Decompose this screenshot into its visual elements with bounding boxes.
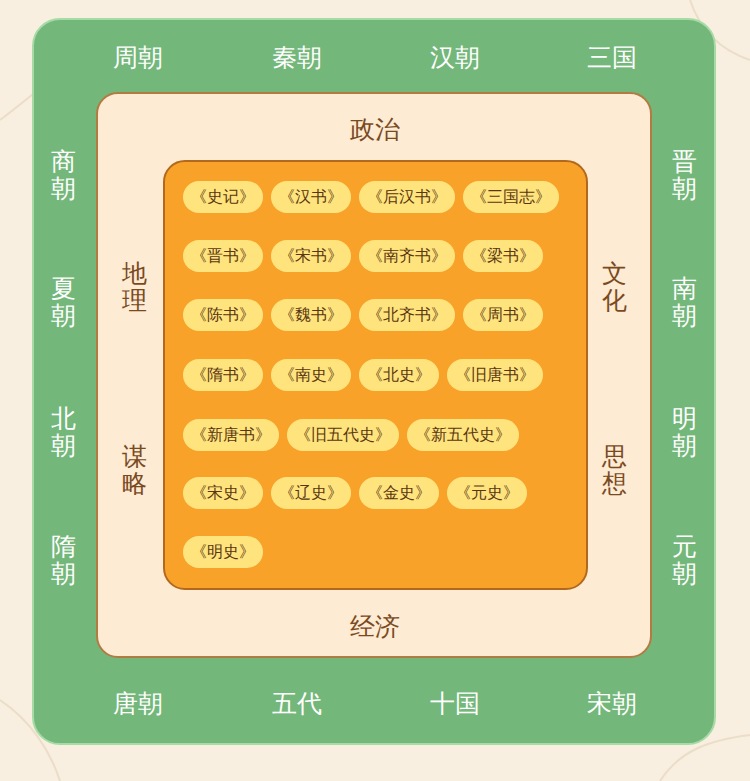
- dynasty-name: 周朝: [113, 41, 163, 74]
- book-pill: 《隋书》: [183, 359, 263, 391]
- book-pill: 《元史》: [447, 477, 527, 509]
- dynasty-name: 隋朝: [51, 533, 76, 588]
- book-pill: 《陈书》: [183, 299, 263, 331]
- book-pill: 《新唐书》: [183, 419, 279, 451]
- book-title: 《宋史》: [191, 485, 255, 501]
- book-title: 《汉书》: [279, 189, 343, 205]
- dynasty-name: 元朝: [672, 533, 697, 588]
- theme-label: 文化: [602, 260, 627, 315]
- book-title: 《魏书》: [279, 307, 343, 323]
- theme-label: 思想: [602, 443, 627, 498]
- book-title: 《宋书》: [279, 248, 343, 264]
- book-title: 《新五代史》: [415, 427, 511, 443]
- book-title: 《梁书》: [471, 248, 535, 264]
- dynasty-name: 商朝: [51, 148, 76, 203]
- book-pill: 《晋书》: [183, 240, 263, 272]
- dynasty-name: 十国: [430, 687, 480, 720]
- dynasty-name: 汉朝: [430, 41, 480, 74]
- book-title: 《南史》: [279, 367, 343, 383]
- book-title: 《南齐书》: [367, 248, 447, 264]
- book-pill: 《南齐书》: [359, 240, 455, 272]
- book-title: 《陈书》: [191, 307, 255, 323]
- book-title: 《北史》: [367, 367, 431, 383]
- dynasty-name: 南朝: [672, 275, 697, 330]
- book-title: 《旧五代史》: [295, 427, 391, 443]
- dynasty-name: 三国: [587, 41, 637, 74]
- history-books-box: 《史记》《汉书》《后汉书》《三国志》《晋书》《宋书》《南齐书》《梁书》《陈书》《…: [163, 160, 588, 590]
- book-title: 《旧唐书》: [455, 367, 535, 383]
- book-pill: 《后汉书》: [359, 181, 455, 213]
- book-pill: 《旧唐书》: [447, 359, 543, 391]
- book-pill: 《南史》: [271, 359, 351, 391]
- book-pill: 《梁书》: [463, 240, 543, 272]
- book-pill: 《周书》: [463, 299, 543, 331]
- dynasty-band: 《史记》《汉书》《后汉书》《三国志》《晋书》《宋书》《南齐书》《梁书》《陈书》《…: [32, 18, 716, 745]
- dynasty-name: 宋朝: [587, 687, 637, 720]
- book-pill: 《金史》: [359, 477, 439, 509]
- book-pill: 《魏书》: [271, 299, 351, 331]
- book-pill: 《北史》: [359, 359, 439, 391]
- theme-band: 《史记》《汉书》《后汉书》《三国志》《晋书》《宋书》《南齐书》《梁书》《陈书》《…: [96, 92, 652, 658]
- dynasty-name: 夏朝: [51, 275, 76, 330]
- dynasty-name: 五代: [272, 687, 322, 720]
- book-pill: 《宋书》: [271, 240, 351, 272]
- book-title: 《晋书》: [191, 248, 255, 264]
- book-pill: 《旧五代史》: [287, 419, 399, 451]
- book-title: 《明史》: [191, 544, 255, 560]
- dynasty-name: 唐朝: [113, 687, 163, 720]
- book-title: 《辽史》: [279, 485, 343, 501]
- book-pill: 《史记》: [183, 181, 263, 213]
- book-title: 《史记》: [191, 189, 255, 205]
- book-pill: 《三国志》: [463, 181, 559, 213]
- dynasty-name: 北朝: [51, 405, 76, 460]
- book-pill: 《辽史》: [271, 477, 351, 509]
- book-pill: 《新五代史》: [407, 419, 519, 451]
- dynasty-name: 晋朝: [672, 148, 697, 203]
- book-title: 《元史》: [455, 485, 519, 501]
- book-title: 《新唐书》: [191, 427, 271, 443]
- book-title: 《隋书》: [191, 367, 255, 383]
- dynasty-name: 明朝: [672, 405, 697, 460]
- dynasty-name: 秦朝: [272, 41, 322, 74]
- book-pill: 《宋史》: [183, 477, 263, 509]
- book-title: 《周书》: [471, 307, 535, 323]
- theme-label: 地理: [122, 260, 147, 315]
- book-pill: 《明史》: [183, 536, 263, 568]
- theme-label: 经济: [350, 610, 400, 643]
- book-title: 《北齐书》: [367, 307, 447, 323]
- book-pill: 《汉书》: [271, 181, 351, 213]
- book-pill: 《北齐书》: [359, 299, 455, 331]
- book-title: 《金史》: [367, 485, 431, 501]
- book-title: 《三国志》: [471, 189, 551, 205]
- theme-label: 谋略: [122, 443, 147, 498]
- book-title: 《后汉书》: [367, 189, 447, 205]
- theme-label: 政治: [350, 113, 400, 146]
